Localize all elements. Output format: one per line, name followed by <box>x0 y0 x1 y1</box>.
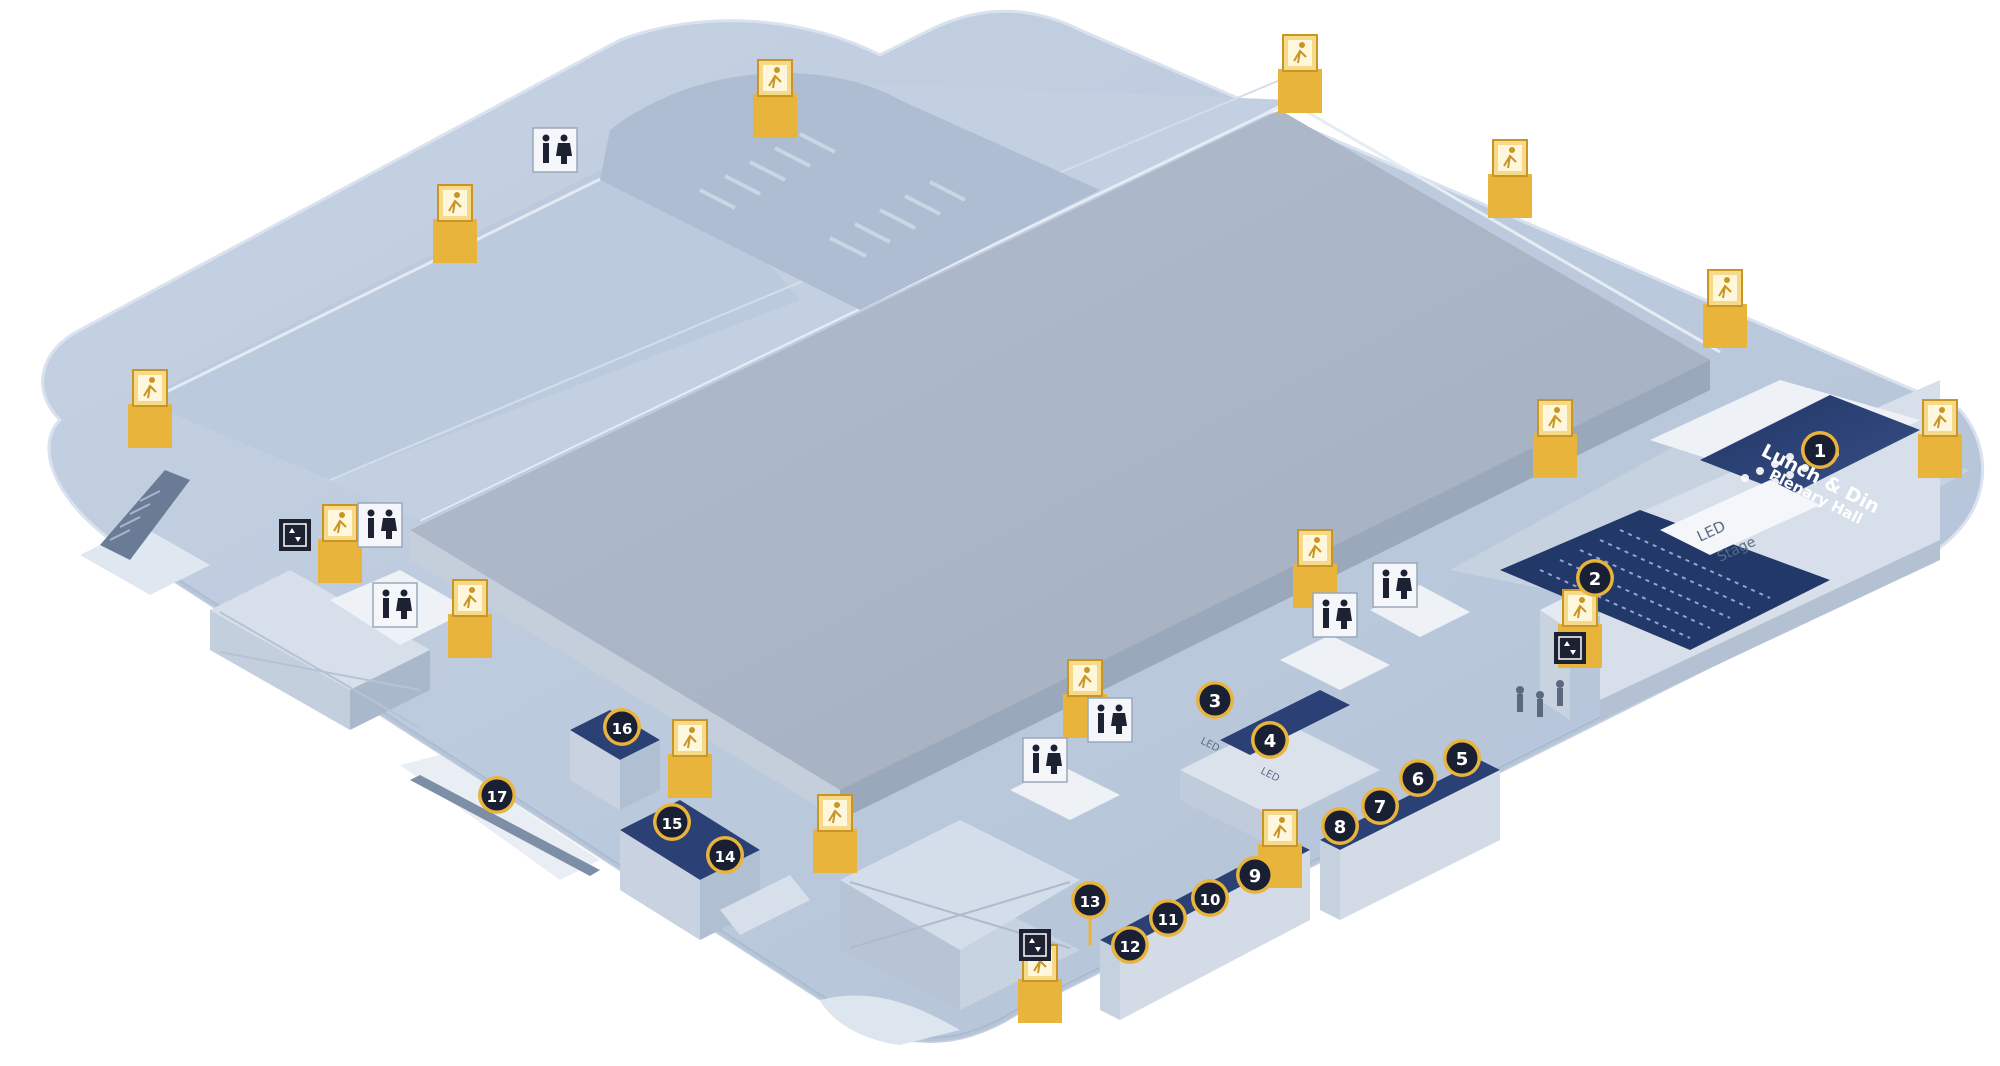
booth-marker-7[interactable]: 7 <box>1361 787 1399 825</box>
emergency-exit-icon <box>318 504 362 583</box>
emergency-exits <box>128 34 1962 1023</box>
elevator-signs <box>279 519 1586 961</box>
booth-marker-10[interactable]: 10 <box>1191 879 1229 917</box>
booth-marker-label: 1 <box>1814 441 1827 462</box>
booth-marker-17[interactable]: 17 <box>478 776 516 814</box>
emergency-exit-icon <box>1278 34 1322 113</box>
emergency-exit-icon <box>433 184 477 263</box>
booth-marker-label: 9 <box>1249 866 1262 887</box>
restroom-icon <box>1372 562 1418 608</box>
emergency-exit-icon <box>813 794 857 873</box>
booth-marker-9[interactable]: 9 <box>1236 856 1274 894</box>
restroom-icon <box>372 582 418 628</box>
emergency-exit-icon <box>1488 139 1532 218</box>
booth-marker-label: 11 <box>1158 911 1179 929</box>
restroom-icon <box>1022 737 1068 783</box>
booth-marker-16[interactable]: 16 <box>603 708 641 746</box>
booth-marker-15[interactable]: 15 <box>653 803 691 841</box>
emergency-exit-icon <box>753 59 797 138</box>
booth-marker-11[interactable]: 11 <box>1149 899 1187 937</box>
elevator-icon <box>1019 929 1051 961</box>
booth-marker-1[interactable]: 1 <box>1801 431 1839 469</box>
booth-marker-label: 2 <box>1589 569 1602 590</box>
booth-marker-label: 6 <box>1412 769 1425 790</box>
emergency-exit-icon <box>1533 399 1577 478</box>
booth-marker-8[interactable]: 8 <box>1321 807 1359 845</box>
booth-marker-label: 4 <box>1264 731 1277 752</box>
booth-marker-label: 15 <box>662 815 683 833</box>
booth-marker-label: 13 <box>1080 893 1101 911</box>
booth-marker-label: 14 <box>715 848 736 866</box>
restroom-signs <box>357 127 1418 783</box>
restroom-icon <box>1087 697 1133 743</box>
elevator-icon <box>1554 632 1586 664</box>
booth-marker-13[interactable]: 13 <box>1071 881 1109 945</box>
booth-marker-label: 12 <box>1120 938 1141 956</box>
booth-marker-14[interactable]: 14 <box>706 836 744 874</box>
main-hall <box>410 100 1721 820</box>
booth-marker-5[interactable]: 5 <box>1443 739 1481 777</box>
escalator-west[interactable] <box>80 470 210 595</box>
booth-marker-label: 7 <box>1374 797 1387 818</box>
emergency-exit-icon <box>128 369 172 448</box>
emergency-exit-icon <box>668 719 712 798</box>
booth-marker-6[interactable]: 6 <box>1399 759 1437 797</box>
booth-marker-4[interactable]: 4 <box>1251 721 1289 759</box>
booth-marker-label: 16 <box>612 720 633 738</box>
stage-area[interactable]: LED Stage <box>1500 480 1830 650</box>
restroom-icon <box>1312 592 1358 638</box>
emergency-exit-icon <box>1703 269 1747 348</box>
booth-marker-label: 3 <box>1209 691 1222 712</box>
emergency-exit-icon <box>1918 399 1962 478</box>
restroom-icon <box>357 502 403 548</box>
booth-marker-label: 5 <box>1456 749 1469 770</box>
booth-marker-label: 17 <box>487 788 508 806</box>
top-parking-area <box>600 72 1100 310</box>
people-figures <box>1516 680 1564 717</box>
booth-marker-2[interactable]: 2 <box>1576 559 1614 597</box>
booth-marker-3[interactable]: 3 <box>1196 681 1234 719</box>
emergency-exit-icon <box>448 579 492 658</box>
restroom-icon <box>532 127 578 173</box>
booth-marker-label: 10 <box>1200 891 1221 909</box>
booth-marker-label: 8 <box>1334 817 1347 838</box>
elevator-icon <box>279 519 311 551</box>
booth-marker-12[interactable]: 12 <box>1111 926 1149 964</box>
